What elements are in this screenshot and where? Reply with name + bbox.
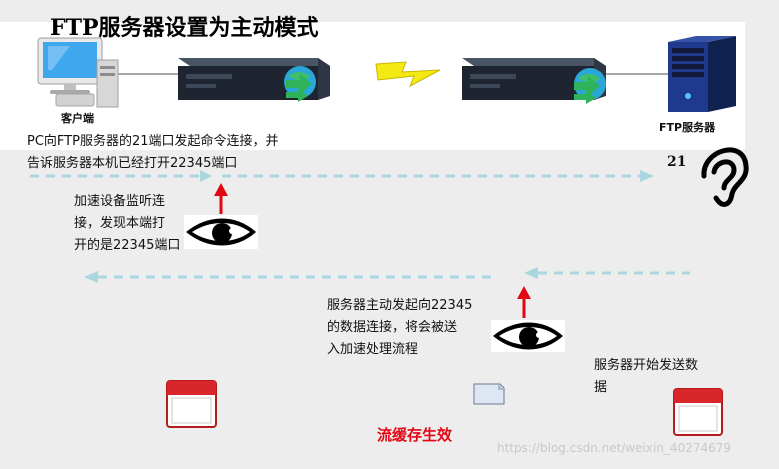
document-icon [473,383,505,405]
arrowhead-3 [84,271,98,283]
watermark: https://blog.csdn.net/weixin_40274679 [497,441,732,455]
step4-line-2: 据 [594,380,608,395]
ftp-server-icon [668,36,736,112]
accelerator-device-2-icon [462,58,606,104]
calendar-icon-1 [166,380,217,428]
step3-text: 服务器主动发起向22345 的数据连接，将会被送 入加速处理流程 [327,295,497,361]
step1-text: PC向FTP服务器的21端口发起命令连接，并 告诉服务器本机已经打开22345端… [27,131,327,175]
step2-line-1: 加速设备监听连 [74,194,166,209]
step1-line-1: PC向FTP服务器的21端口发起命令连接，并 [27,134,279,149]
step4-line-1: 服务器开始发送数 [594,358,699,373]
red-arrow-1 [214,183,228,214]
step3-line-2: 的数据连接，将会被送 [327,320,458,335]
network-banner [0,22,745,150]
step3-line-3: 入加速处理流程 [327,342,419,357]
step1-line-2: 告诉服务器本机已经打开22345端口 [27,156,238,171]
arrowhead-2 [640,170,654,182]
eye-icon-1 [184,215,258,249]
wan-link-icon [375,61,441,88]
data-connection-arrow [98,271,690,279]
client-label: 客户端 [61,112,94,125]
red-arrow-2 [517,286,531,318]
ear-icon [701,147,749,207]
step2-line-2: 接，发现本端打 [74,216,166,231]
arrowhead-1 [200,170,212,182]
step2-line-3: 开的是22345端口 [74,238,181,253]
step2-text: 加速设备监听连 接，发现本端打 开的是22345端口 [74,191,192,257]
calendar-icon-2 [673,388,723,436]
client-computer-icon [37,37,119,108]
arrowhead-4 [524,267,538,279]
server-label: FTP服务器 [659,121,716,134]
flow-cache-label: 流缓存生效 [377,426,453,444]
accelerator-device-1-icon [178,58,330,102]
port-label: 21 [667,154,687,170]
step4-text: 服务器开始发送数 据 [594,355,724,399]
eye-icon-2 [491,320,565,352]
step3-line-1: 服务器主动发起向22345 [327,298,473,313]
page-title: FTP服务器设置为主动模式 [50,15,319,41]
